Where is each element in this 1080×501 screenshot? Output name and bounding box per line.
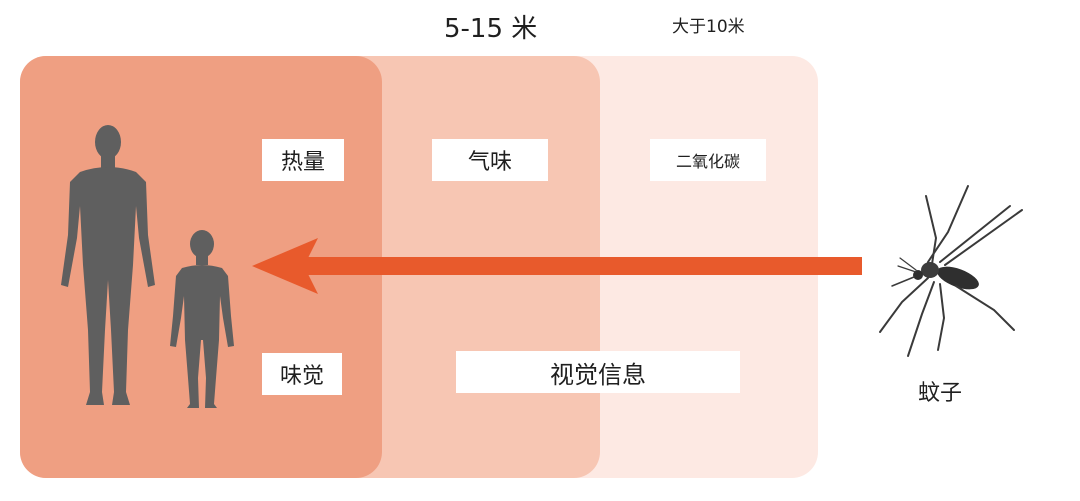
smell-cue-label: 气味 [432,139,548,181]
adult-silhouette [61,125,155,405]
mid-distance-label: 5-15 米 [444,14,538,44]
heat-cue-label: 热量 [262,139,344,181]
mosquito-icon [879,185,1023,357]
human-silhouettes-icon [61,125,234,408]
taste-cue-label: 味觉 [262,353,342,395]
co2-cue-label: 二氧化碳 [650,139,766,181]
mosquito-label: 蚊子 [918,381,963,406]
arrow-left-icon [252,238,862,294]
child-silhouette [170,230,234,408]
vision-cue-label: 视觉信息 [456,351,740,393]
far-distance-label: 大于10米 [672,17,745,37]
